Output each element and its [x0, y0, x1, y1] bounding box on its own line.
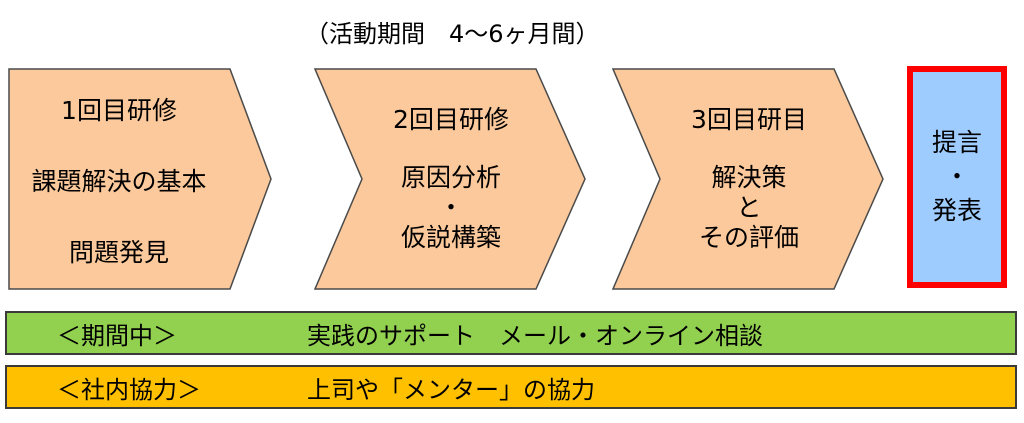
support-period-label: ＜期間中＞	[57, 321, 177, 350]
step-2-line-4: 仮説構築	[400, 223, 501, 252]
step-3-arrow-shape	[612, 68, 884, 290]
internal-cooperation-text: 上司や「メンター」の協力	[307, 375, 595, 404]
step-3-arrow: 3回目研目 解決策 と その評価	[612, 68, 884, 290]
step-3-line-2: 解決策	[711, 163, 787, 192]
final-proposal-box: 提言 ・ 発表	[907, 66, 1007, 288]
step-2-arrow-shape	[314, 68, 586, 290]
internal-cooperation-bar: ＜社内協力＞ 上司や「メンター」の協力	[5, 365, 1017, 409]
step-3-line-4: その評価	[698, 223, 799, 252]
step-2-title: 2回目研修	[393, 105, 509, 134]
step-2-line-2: 原因分析	[400, 163, 501, 192]
support-period-text: 実践のサポート メール・オンライン相談	[307, 321, 763, 350]
final-line-2: ・	[944, 162, 970, 192]
step-2-line-3: ・	[438, 193, 464, 222]
final-line-1: 提言	[931, 128, 982, 158]
step-1-arrow: 1回目研修 課題解決の基本 問題発見	[8, 68, 272, 290]
step-1-text: 1回目研修 課題解決の基本 問題発見	[8, 68, 230, 290]
step-3-title: 3回目研目	[691, 105, 807, 134]
internal-cooperation-label: ＜社内協力＞	[57, 375, 201, 404]
activity-period-header: （活動期間 4～6ヶ月間）	[305, 20, 600, 48]
step-3-text: 3回目研目 解決策 と その評価	[638, 68, 860, 290]
step-2-arrow: 2回目研修 原因分析 ・ 仮説構築	[314, 68, 586, 290]
step-1-arrow-shape	[8, 68, 272, 290]
step-1-line-2: 課題解決の基本	[31, 167, 207, 196]
support-period-bar: ＜期間中＞ 実践のサポート メール・オンライン相談	[5, 311, 1017, 355]
step-2-text: 2回目研修 原因分析 ・ 仮説構築	[340, 68, 562, 290]
step-3-line-3: と	[736, 193, 762, 222]
step-1-line-3: 問題発見	[68, 238, 169, 267]
step-1-title: 1回目研修	[61, 96, 177, 125]
final-line-3: 発表	[931, 195, 982, 225]
